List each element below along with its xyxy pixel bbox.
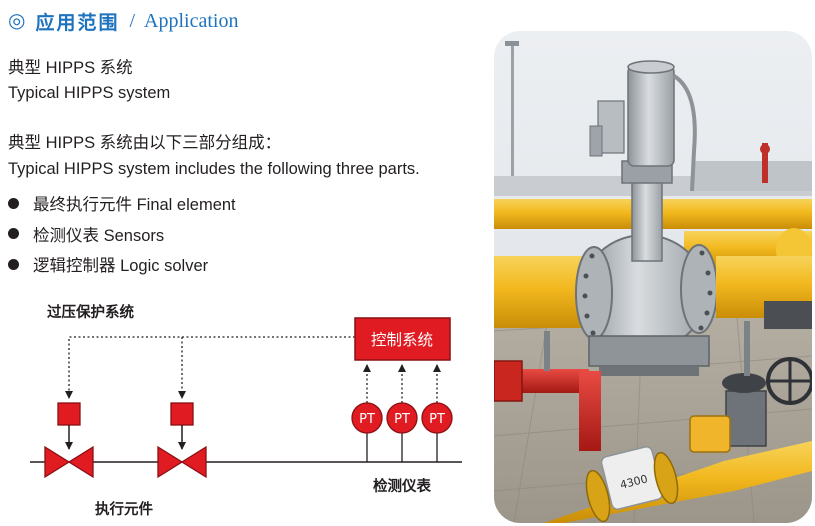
overpressure-label: 过压保护系统	[47, 303, 134, 321]
double-circle-icon: ◎	[8, 10, 26, 32]
heading-separator: /	[129, 9, 136, 32]
section-heading: ◎ 应用范围 / Application	[8, 6, 238, 36]
actuator-label: 执行元件	[95, 500, 153, 518]
title-zh: 典型 HIPPS 系统	[8, 59, 133, 77]
list-item: 最终执行元件 Final element	[8, 188, 236, 219]
pressure-transmitter: PT	[351, 364, 383, 462]
hipps-diagram: 过压保护系统 控制系统 PT PT P	[30, 303, 462, 518]
svg-text:PT: PT	[359, 412, 375, 427]
pressure-transmitter: PT	[421, 364, 453, 462]
bullet-icon	[8, 228, 19, 240]
svg-text:PT: PT	[394, 412, 410, 427]
bullet-icon	[8, 197, 19, 209]
description-zh: 典型 HIPPS 系统由以下三部分组成：	[8, 134, 282, 152]
list-item: 逻辑控制器 Logic solver	[8, 249, 236, 280]
actuator-valve	[157, 402, 207, 479]
control-system-box: 控制系统	[354, 317, 451, 361]
list-item: 检测仪表 Sensors	[8, 219, 236, 250]
control-system-label: 控制系统	[371, 331, 433, 349]
bullet-icon	[8, 258, 19, 270]
heading-zh: 应用范围	[35, 11, 120, 34]
actuator-valve	[44, 402, 94, 479]
heading-en: Application	[144, 9, 239, 32]
hipps-installation-photo: 4300	[494, 31, 812, 523]
pressure-transmitter: PT	[386, 364, 418, 462]
description-en: Typical HIPPS system includes the follow…	[8, 160, 420, 178]
title-en: Typical HIPPS system	[8, 84, 171, 102]
svg-text:PT: PT	[429, 412, 445, 427]
signal-line	[65, 336, 355, 399]
sensors-label: 检测仪表	[373, 477, 431, 495]
parts-list: 最终执行元件 Final element 检测仪表 Sensors 逻辑控制器 …	[8, 188, 236, 280]
